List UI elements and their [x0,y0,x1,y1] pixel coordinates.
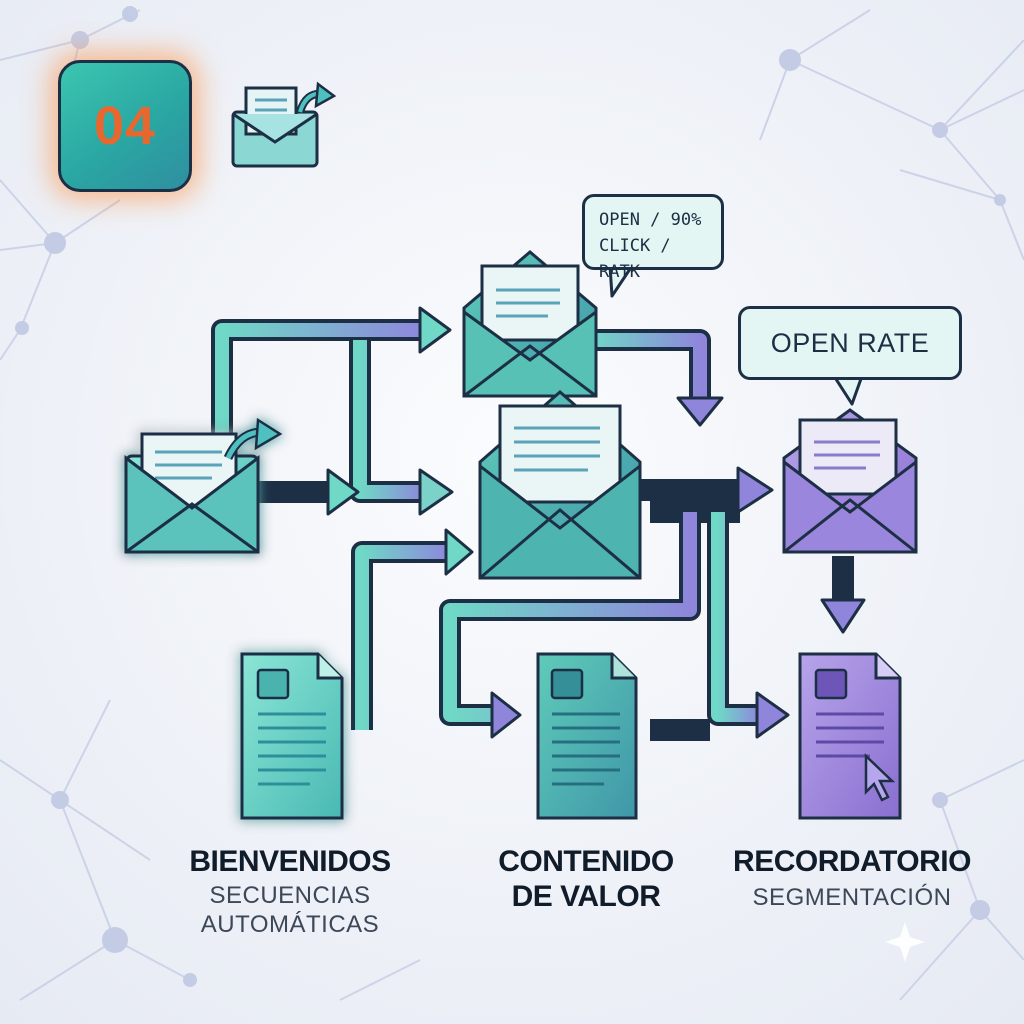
column-subtitle-secuencias: SECUENCIAS [209,882,371,909]
column-title-de-valor: DE VALOR [511,880,661,913]
open-envelope-icon [124,417,283,554]
cursor-arrow-icon [864,753,896,802]
open-envelope-icon [478,390,642,580]
column-title-contenido: CONTENIDO [498,845,674,878]
column-subtitle-segmentacion: SEGMENTACIÓN [752,884,952,911]
open-rate-label: OPEN RATE [770,327,930,358]
open-envelope-icon [462,250,598,398]
column-title-recordatorio: RECORDATORIO [733,845,971,878]
open-envelope-icon [782,408,918,554]
envelope-send-icon [231,81,337,168]
step-number-badge: 04 [58,60,192,192]
column-subtitle-automaticas: AUTOMÁTICAS [200,911,380,938]
step-number: 04 [93,96,157,156]
document-icon [536,652,638,820]
column-title-bienvenidos: BIENVENIDOS [189,845,391,878]
document-icon [240,652,344,820]
open-rate-bubble: OPEN RATE [738,306,962,380]
sparkle-icon [885,922,925,962]
bubble-tail [832,374,864,406]
stats-line-click: CLICK / RATK [599,236,671,282]
stats-line-open: OPEN / 90% [599,210,702,230]
stats-bubble: OPEN / 90% CLICK / RATK [582,194,724,282]
flow-arrows [211,306,866,741]
